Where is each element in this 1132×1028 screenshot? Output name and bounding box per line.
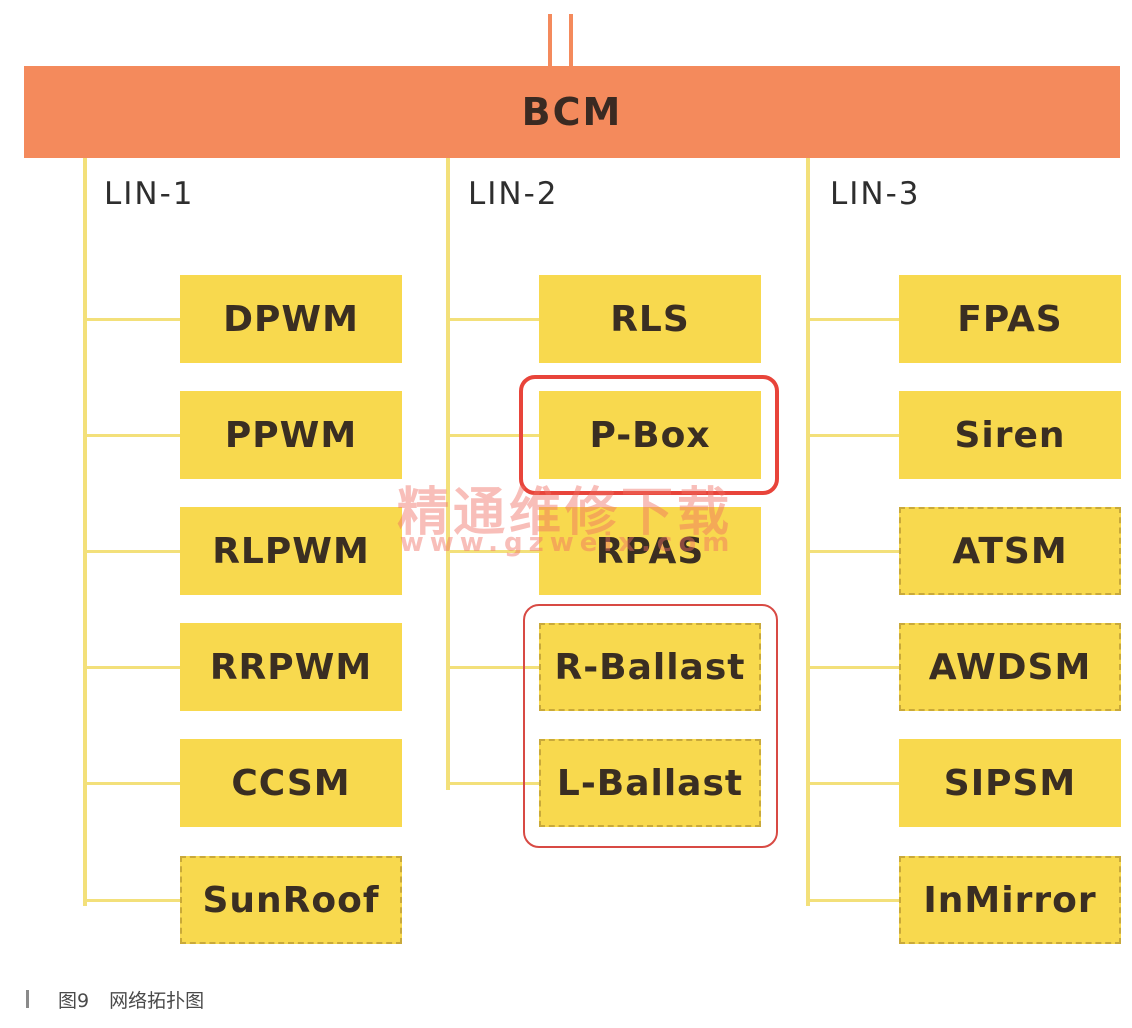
node-dpwm: DPWM (180, 275, 402, 363)
connector (85, 550, 180, 553)
node-rrpwm: RRPWM (180, 623, 402, 711)
bus-trunk-lin3 (806, 158, 810, 906)
uplink-line-right (569, 14, 573, 68)
connector (85, 318, 180, 321)
node-sunroof: SunRoof (180, 856, 402, 944)
node-fpas: FPAS (899, 275, 1121, 363)
node-atsm: ATSM (899, 507, 1121, 595)
node-rls: RLS (539, 275, 761, 363)
figure-title: 网络拓扑图 (109, 990, 205, 1012)
connector (448, 550, 539, 553)
figure-caption: 图9 网络拓扑图 (58, 986, 204, 1013)
connector (808, 782, 899, 785)
caption-marker (26, 990, 29, 1008)
connector (448, 434, 539, 437)
connector (85, 782, 180, 785)
bus-trunk-lin1 (83, 158, 87, 906)
connector (808, 550, 899, 553)
uplink-line-left (548, 14, 552, 68)
node-r-ballast: R-Ballast (539, 623, 761, 711)
bcm-label: BCM (521, 90, 623, 134)
connector (808, 318, 899, 321)
connector (448, 318, 539, 321)
node-sipsm: SIPSM (899, 739, 1121, 827)
figure-number: 图9 (58, 990, 90, 1012)
node-rlpwm: RLPWM (180, 507, 402, 595)
connector (808, 899, 899, 902)
bus-label-lin3: LIN-3 (830, 176, 921, 212)
connector (808, 666, 899, 669)
node-siren: Siren (899, 391, 1121, 479)
connector (808, 434, 899, 437)
node-rpas: RPAS (539, 507, 761, 595)
connector (85, 666, 180, 669)
node-awdsm: AWDSM (899, 623, 1121, 711)
node-p-box: P-Box (539, 391, 761, 479)
connector (448, 666, 539, 669)
node-inmirror: InMirror (899, 856, 1121, 944)
connector (85, 899, 180, 902)
watermark-cn: 精通维修下载 (396, 483, 733, 543)
connector (85, 434, 180, 437)
watermark-url: www.gzweix.com (399, 528, 736, 558)
bus-label-lin2: LIN-2 (468, 176, 559, 212)
highlight-box-p-box (519, 375, 779, 495)
bcm-bar: BCM (24, 66, 1120, 158)
node-ppwm: PPWM (180, 391, 402, 479)
bus-trunk-lin2 (446, 158, 450, 790)
node-ccsm: CCSM (180, 739, 402, 827)
bus-label-lin1: LIN-1 (104, 176, 195, 212)
node-l-ballast: L-Ballast (539, 739, 761, 827)
highlight-box-ballast (523, 604, 778, 848)
connector (448, 782, 539, 785)
